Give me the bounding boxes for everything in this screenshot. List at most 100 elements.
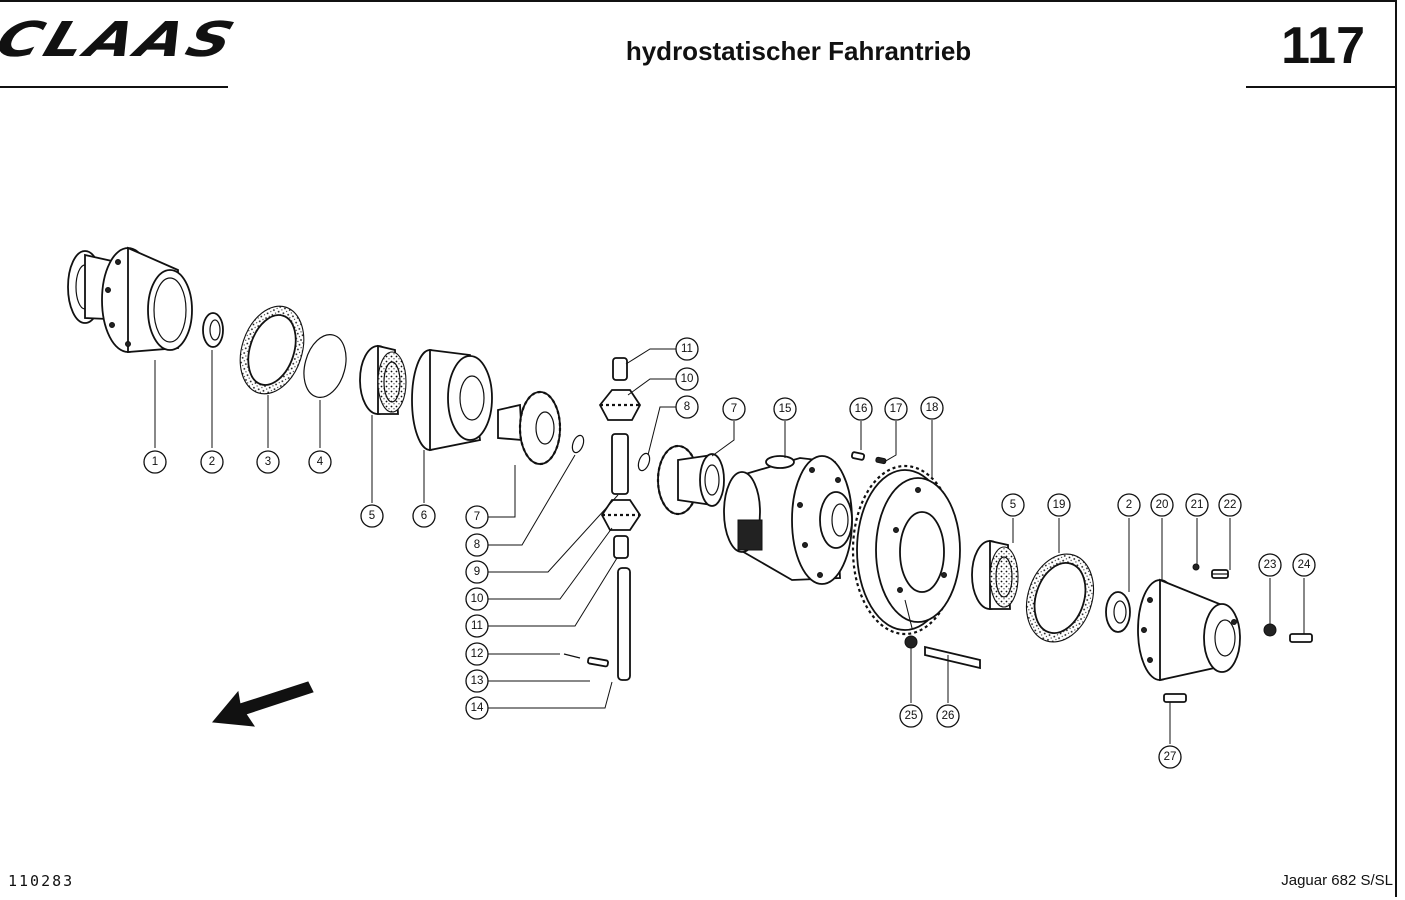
callout-19: 19: [1047, 493, 1071, 517]
callout-27: 27: [1158, 745, 1182, 769]
part-2-right-seal: [1105, 591, 1131, 633]
callout-4: 4: [308, 450, 332, 474]
svg-text:6: 6: [421, 510, 427, 522]
svg-text:26: 26: [942, 710, 955, 722]
part-2-seal: [202, 312, 224, 348]
callout-8-top: 8: [675, 395, 699, 419]
callout-26: 26: [936, 704, 960, 728]
svg-text:10: 10: [471, 593, 484, 605]
callout-13: 13: [465, 669, 489, 693]
callout-2-right: 2: [1117, 493, 1141, 517]
part-9-to-14-pinion-set: [563, 357, 651, 681]
svg-text:15: 15: [779, 403, 792, 415]
callout-1: 1: [143, 450, 167, 474]
svg-text:7: 7: [731, 403, 737, 415]
svg-text:11: 11: [681, 343, 693, 355]
svg-text:16: 16: [855, 403, 868, 415]
callout-7: 7: [465, 505, 489, 529]
callout-11-top: 11: [675, 337, 699, 361]
page-number: 117: [1281, 17, 1365, 75]
svg-text:8: 8: [684, 401, 690, 413]
callout-8: 8: [465, 533, 489, 557]
part-15-differential-housing: [723, 455, 853, 585]
callout-21: 21: [1185, 493, 1209, 517]
callout-5-right: 5: [1001, 493, 1025, 517]
svg-text:7: 7: [474, 511, 480, 523]
svg-text:3: 3: [265, 456, 271, 468]
svg-text:24: 24: [1298, 559, 1311, 571]
callout-18: 18: [920, 396, 944, 420]
part-21-washer: [1192, 563, 1200, 571]
callout-2: 2: [200, 450, 224, 474]
svg-text:10: 10: [681, 373, 694, 385]
svg-text:17: 17: [890, 403, 903, 415]
part-20-output-flange: [1137, 578, 1241, 682]
callout-24: 24: [1292, 553, 1316, 577]
svg-text:9: 9: [474, 566, 480, 578]
callout-11: 11: [465, 614, 489, 638]
svg-text:2: 2: [1126, 499, 1132, 511]
part-22-bolt: [1211, 569, 1229, 579]
part-26-bolt: [924, 645, 981, 670]
svg-text:21: 21: [1191, 499, 1204, 511]
svg-text:4: 4: [317, 456, 324, 468]
svg-text:27: 27: [1164, 751, 1177, 763]
svg-text:2: 2: [209, 456, 215, 468]
svg-text:20: 20: [1156, 499, 1169, 511]
part-4-o-ring: [303, 334, 347, 398]
part-8-ring: [571, 434, 585, 454]
callout-14: 14: [465, 696, 489, 720]
svg-text:23: 23: [1264, 559, 1277, 571]
svg-text:1: 1: [152, 456, 158, 468]
callout-9: 9: [465, 560, 489, 584]
part-18-ring-gear: [851, 464, 961, 636]
part-16-pin: [850, 451, 866, 461]
part-19-gasket: [1025, 553, 1095, 643]
callout-16: 16: [849, 397, 873, 421]
callout-7-top: 7: [722, 397, 746, 421]
part-27-bolt: [1163, 693, 1187, 703]
svg-text:8: 8: [474, 539, 480, 551]
part-24-bolt: [1289, 633, 1313, 643]
callout-6: 6: [412, 504, 436, 528]
callout-17: 17: [884, 397, 908, 421]
part-6-cover: [411, 348, 493, 452]
direction-arrow-icon: [212, 681, 314, 727]
callout-23: 23: [1258, 553, 1282, 577]
page-title: hydrostatischer Fahrantrieb: [625, 36, 972, 66]
callout-22: 22: [1218, 493, 1242, 517]
svg-text:14: 14: [471, 702, 484, 714]
svg-text:11: 11: [471, 620, 483, 632]
callout-5: 5: [360, 504, 384, 528]
svg-text:12: 12: [471, 648, 484, 660]
callout-20: 20: [1150, 493, 1174, 517]
svg-text:13: 13: [471, 675, 484, 687]
callout-leader-lines: [154, 348, 1305, 744]
svg-text:25: 25: [905, 710, 918, 722]
part-7-right-bevel-gear: [656, 444, 725, 516]
svg-text:18: 18: [926, 402, 939, 414]
callout-12: 12: [465, 642, 489, 666]
part-23-nut: [1263, 623, 1277, 637]
part-1-housing: [67, 246, 193, 353]
callout-10-top: 10: [675, 367, 699, 391]
svg-text:19: 19: [1053, 499, 1066, 511]
header-rule-left: [0, 86, 228, 88]
callout-25: 25: [899, 704, 923, 728]
part-5-right-bearing: [971, 539, 1019, 610]
part-17-pin: [875, 456, 887, 465]
part-7-bevel-gear: [497, 390, 562, 466]
svg-text:5: 5: [1010, 499, 1016, 511]
callout-10: 10: [465, 587, 489, 611]
part-25-nut: [904, 635, 918, 649]
document-number: 110283: [8, 872, 75, 890]
part-5-bearing: [359, 344, 407, 415]
model-name: Jaguar 682 S/SL: [1281, 872, 1393, 889]
part-3-gasket: [239, 305, 305, 395]
svg-text:22: 22: [1224, 499, 1237, 511]
callout-15: 15: [773, 397, 797, 421]
callout-3: 3: [256, 450, 280, 474]
svg-text:5: 5: [369, 510, 375, 522]
